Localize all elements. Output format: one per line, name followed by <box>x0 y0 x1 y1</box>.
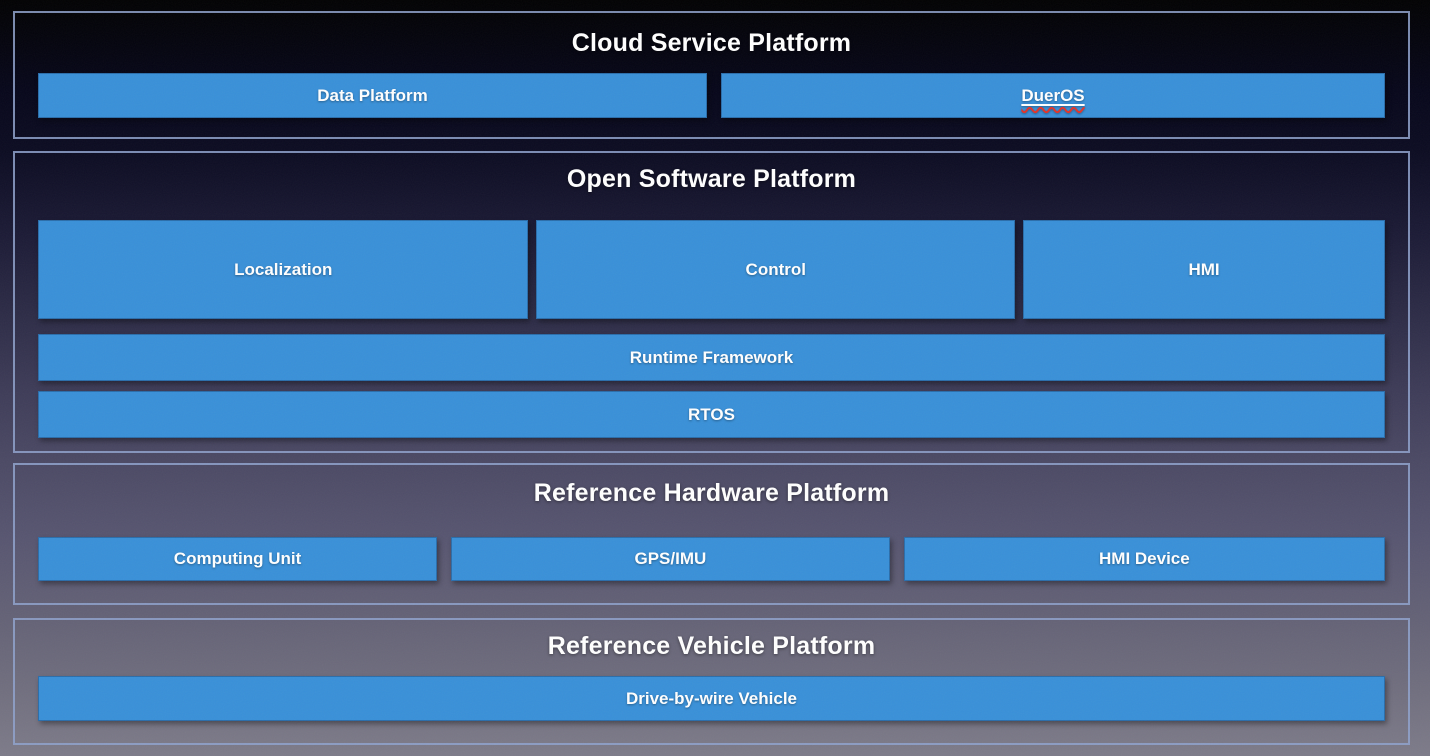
box-computing-unit-label: Computing Unit <box>173 549 302 568</box>
cloud-service-platform-title: Cloud Service Platform <box>571 29 852 57</box>
box-computing-unit: Computing Unit <box>38 537 438 581</box>
open-software-platform-title: Open Software Platform <box>566 165 857 193</box>
rtos-row: RTOS <box>38 391 1385 438</box>
reference-hardware-platform-title: Reference Hardware Platform <box>533 479 890 507</box>
cloud-service-row: Data Platform DuerOS <box>38 73 1385 118</box>
box-data-platform-label: Data Platform <box>317 85 428 105</box>
box-control-label: Control <box>745 259 806 279</box>
section-cloud-service-platform: Cloud Service Platform Data Platform Due… <box>13 11 1410 139</box>
section-reference-hardware-platform: Reference Hardware Platform Computing Un… <box>13 463 1410 605</box>
box-localization-label: Localization <box>234 259 333 279</box>
reference-vehicle-platform-title: Reference Vehicle Platform <box>547 632 876 660</box>
box-runtime-framework: Runtime Framework <box>38 334 1385 381</box>
vehicle-row: Drive-by-wire Vehicle <box>38 676 1385 721</box>
box-dueros-label: DuerOS <box>1021 85 1085 105</box>
box-gps-imu: GPS/IMU <box>451 537 890 581</box>
box-control: Control <box>536 220 1016 319</box>
box-drive-by-wire-vehicle: Drive-by-wire Vehicle <box>38 676 1385 721</box>
box-hmi: HMI <box>1023 220 1385 319</box>
box-gps-imu-label: GPS/IMU <box>634 549 707 568</box>
software-modules-row: Localization Control HMI <box>38 220 1385 319</box>
box-runtime-framework-label: Runtime Framework <box>629 347 794 367</box>
box-hmi-device: HMI Device <box>903 537 1385 581</box>
box-hmi-device-label: HMI Device <box>1099 549 1190 568</box>
box-localization: Localization <box>38 220 529 319</box>
section-reference-vehicle-platform: Reference Vehicle Platform Drive-by-wire… <box>13 618 1410 745</box>
box-hmi-label: HMI <box>1188 259 1220 279</box>
box-dueros: DuerOS <box>720 73 1385 118</box>
box-data-platform: Data Platform <box>38 73 707 118</box>
box-rtos: RTOS <box>38 391 1385 438</box>
box-rtos-label: RTOS <box>688 404 735 424</box>
runtime-framework-row: Runtime Framework <box>38 334 1385 381</box>
box-drive-by-wire-vehicle-label: Drive-by-wire Vehicle <box>625 688 798 708</box>
spellcheck-squiggle: DuerOS <box>1021 86 1084 106</box>
section-open-software-platform: Open Software Platform Localization Cont… <box>13 151 1410 453</box>
hardware-row: Computing Unit GPS/IMU HMI Device <box>38 537 1385 581</box>
